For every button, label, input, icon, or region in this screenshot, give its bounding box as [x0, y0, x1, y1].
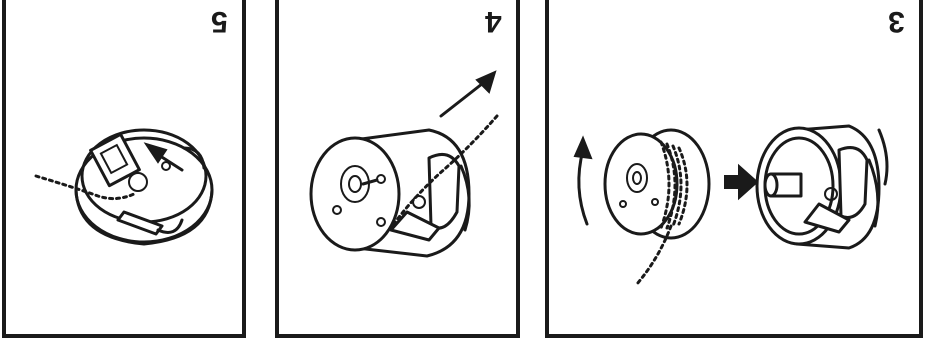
bobbin — [605, 130, 709, 238]
step-4-panel: 4 — [275, 0, 520, 338]
bobbin-case-thread-under-spring-illustration — [279, 0, 524, 342]
bobbin-case — [311, 130, 469, 256]
rotation-arrow-icon — [575, 138, 591, 224]
bobbin-case-threaded-illustration — [6, 0, 250, 342]
step-5-panel: 5 — [2, 0, 246, 338]
step-3-panel: 3 — [545, 0, 923, 338]
bobbin-case — [76, 130, 212, 244]
insert-arrow-icon — [725, 166, 757, 198]
bobbin-insertion-illustration — [549, 0, 926, 342]
bobbin-case — [757, 126, 887, 248]
arrow-icon — [441, 72, 495, 116]
